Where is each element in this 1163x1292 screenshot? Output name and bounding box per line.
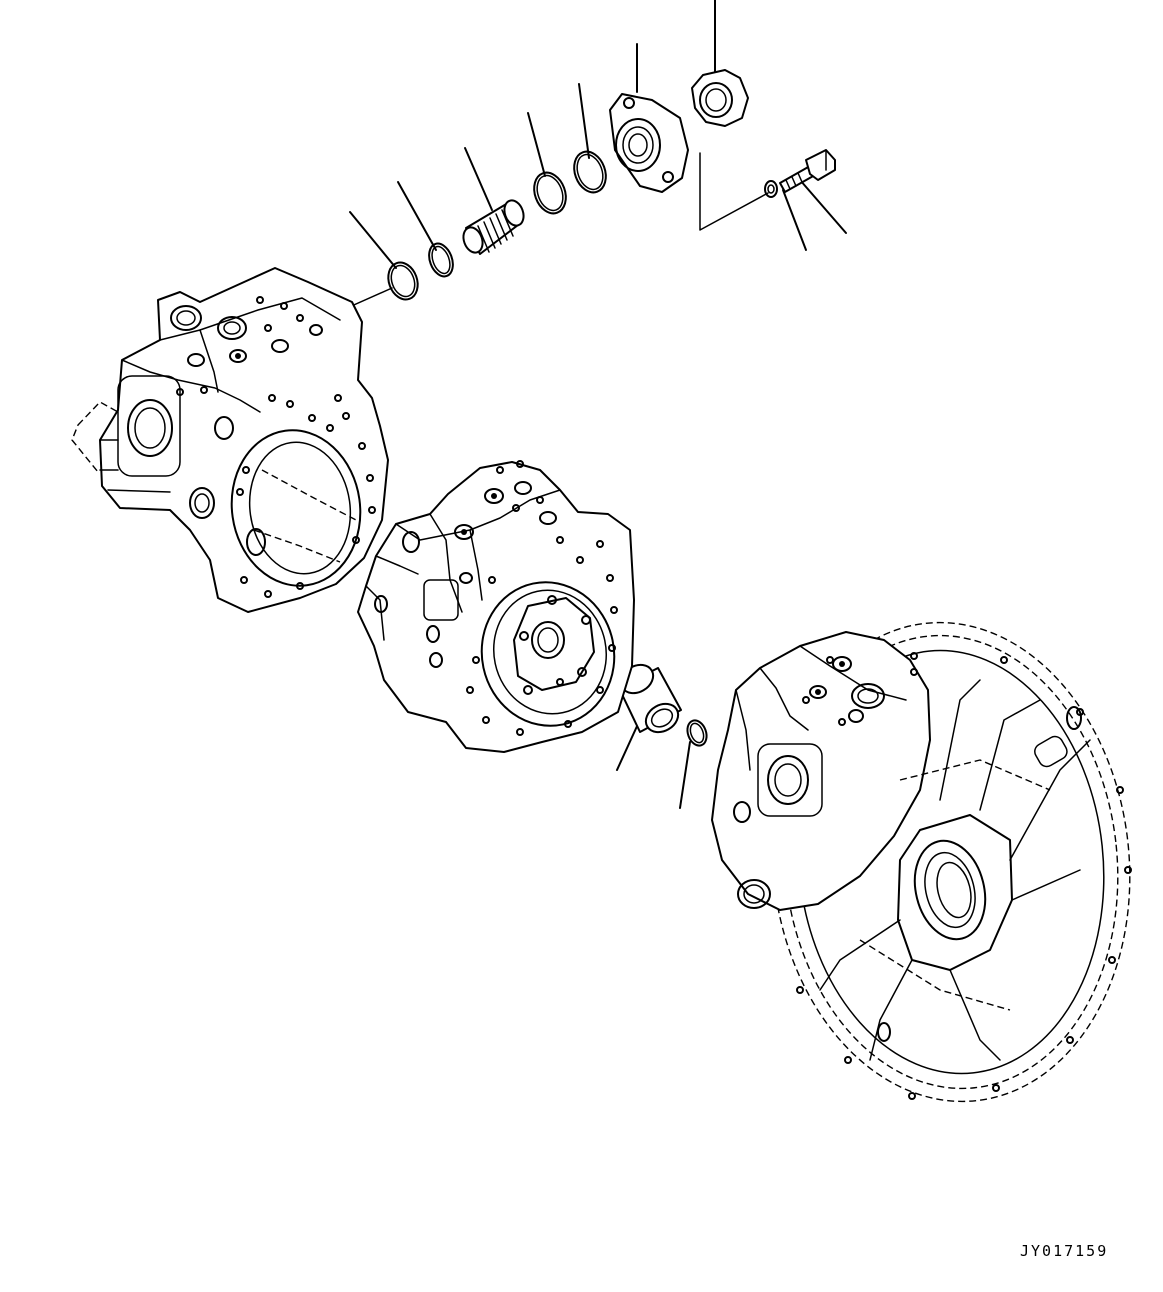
leader-line-11 [680, 742, 690, 808]
flange [610, 94, 688, 192]
drawing-number: JY017159 [1020, 1242, 1109, 1260]
o-ring-3 [425, 240, 457, 279]
leader-line-5 [465, 148, 492, 210]
rear-pump-housing [72, 268, 388, 612]
o-ring-1 [569, 147, 612, 197]
leader-line-6 [398, 182, 436, 250]
hex-nut [692, 70, 748, 126]
snap-ring [684, 718, 710, 749]
o-ring-2 [529, 168, 572, 218]
o-ring-4 [383, 258, 422, 303]
leader-line-4 [528, 113, 545, 176]
front-pump-housing [358, 461, 634, 752]
flange-center-line [700, 153, 768, 230]
bolt [780, 150, 835, 192]
coupling [616, 659, 683, 738]
leader-line-8 [783, 190, 806, 250]
leader-line-10 [617, 724, 638, 770]
leader-line-7 [350, 212, 396, 268]
flywheel-housing-assembly [712, 605, 1153, 1120]
threaded-nipple [460, 198, 527, 256]
washer [765, 181, 777, 197]
leader-line-9 [800, 180, 846, 233]
leader-line-3 [579, 84, 589, 158]
